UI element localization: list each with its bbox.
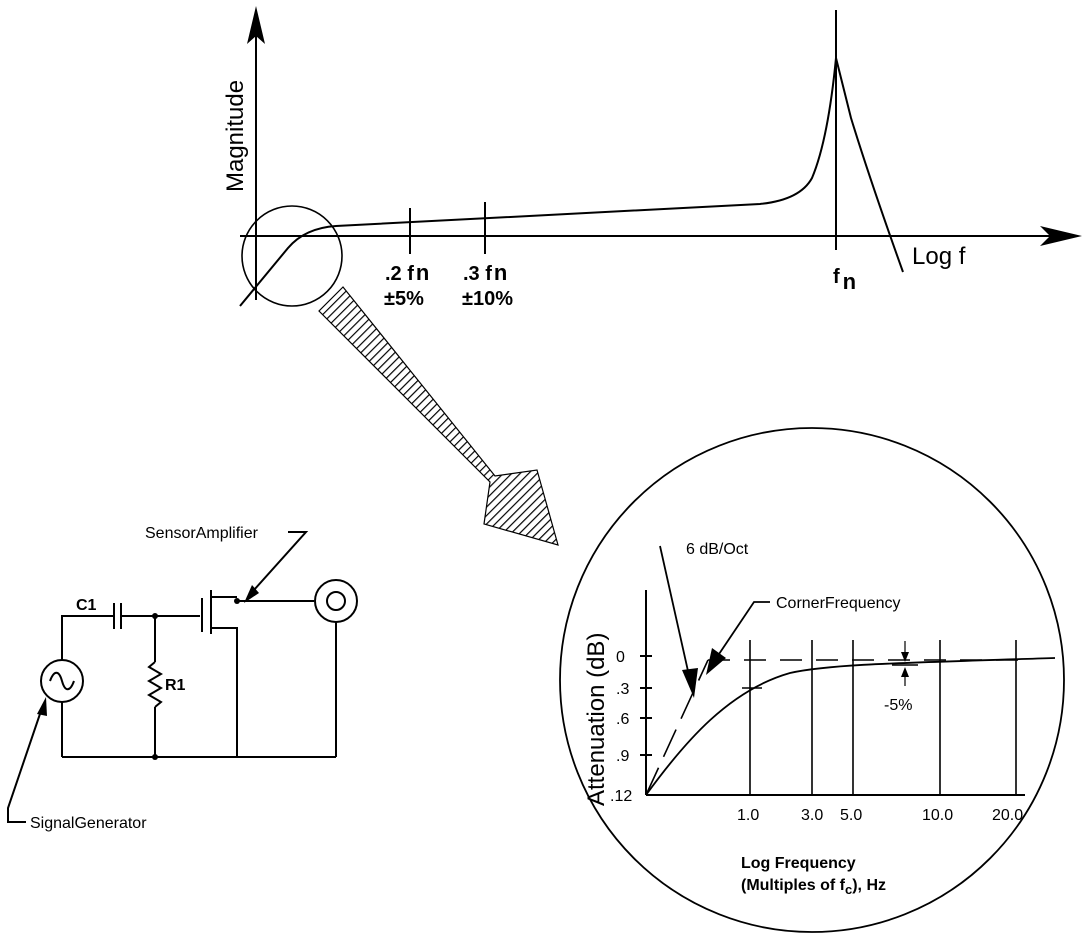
x-tick-1: 1.0	[737, 807, 759, 824]
slope-pointer	[659, 545, 691, 681]
log-f-label: Log f	[912, 243, 966, 270]
resistor-r1	[147, 661, 163, 708]
amplifier-pointer	[253, 531, 309, 591]
inset-y-ticks	[640, 655, 652, 756]
output-connector-inner	[326, 591, 346, 611]
generator-pointer	[7, 707, 43, 823]
capacitor-label: C1	[76, 597, 97, 614]
marker-label-02fn: .2 fn	[385, 260, 429, 285]
magnitude-x-arrow	[1040, 226, 1082, 246]
y-tick-0: 0	[616, 649, 625, 666]
zoom-arrow	[318, 286, 559, 546]
node-dot-1	[152, 613, 158, 619]
magnitude-response-curve	[239, 57, 904, 307]
generator-label: SignalGenerator	[30, 815, 147, 832]
attenuation-curve	[645, 657, 1056, 796]
slope-annotation: 6 dB/Oct	[686, 541, 749, 558]
x-tick-10: 10.0	[922, 807, 953, 824]
inset-circle	[559, 427, 1065, 933]
y-tick-06: .6	[616, 711, 629, 728]
inset-plot: Attenuation (dB) 0 .3 .6 .9 .12 1.0 3.0 …	[559, 427, 1065, 933]
tolerance-arrowhead-bottom	[901, 667, 909, 677]
circuit-markers	[37, 585, 259, 760]
slope-asymptote	[645, 659, 709, 796]
x-tick-20: 20.0	[992, 807, 1023, 824]
node-dot-2	[152, 754, 158, 760]
tolerance-arrowhead-top	[901, 652, 909, 662]
zoom-circle	[241, 205, 343, 307]
marker-tolerance-10: ±10%	[462, 288, 513, 310]
inset-y-axis-label: Attenuation (dB)	[583, 633, 610, 806]
corner-pointer-arrow	[706, 648, 726, 675]
x-tick-5: 5.0	[840, 807, 862, 824]
corner-annotation: CornerFrequency	[776, 595, 901, 612]
magnitude-y-arrow	[247, 6, 265, 44]
circuit-schematic	[7, 531, 358, 823]
y-tick-12: .12	[610, 788, 632, 805]
amplifier-label: SensorAmplifier	[145, 525, 259, 542]
zoom-arrow-shape	[318, 286, 559, 546]
source-wire	[211, 627, 238, 757]
signal-generator	[40, 659, 84, 703]
inset-x-title: Log Frequency	[741, 855, 856, 872]
node-dot-3	[234, 598, 240, 604]
output-connector-outer	[314, 579, 358, 623]
sine-icon	[49, 671, 75, 691]
marker-label-03fn: .3 fn	[463, 260, 507, 285]
inset-x-subtitle: (Multiples of fc), Hz	[741, 877, 886, 897]
wire-top-left	[61, 615, 114, 660]
generator-pointer-arrow	[37, 697, 47, 716]
tolerance-annotation: -5%	[884, 697, 912, 714]
slope-pointer-arrow	[682, 668, 698, 698]
resistor-label: R1	[165, 677, 186, 694]
marker-tolerance-5: ±5%	[384, 288, 424, 310]
x-tick-3: 3.0	[801, 807, 823, 824]
y-tick-03: .3	[616, 681, 629, 698]
magnitude-axis-label: Magnitude	[222, 80, 249, 192]
corner-pointer	[714, 601, 770, 661]
amplifier-pointer-arrow	[244, 585, 259, 603]
y-tick-09: .9	[616, 748, 629, 765]
